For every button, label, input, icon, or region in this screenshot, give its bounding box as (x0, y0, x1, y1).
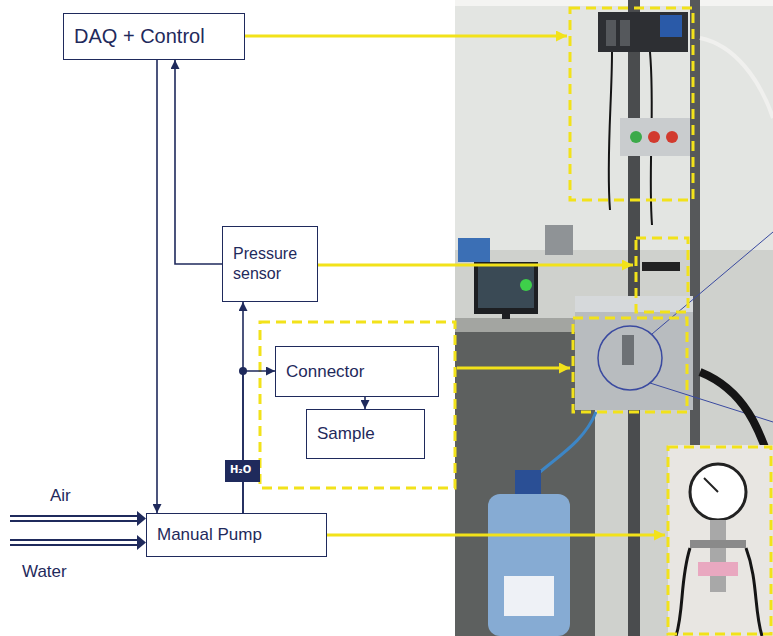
air-line (10, 515, 139, 517)
cabinet (545, 225, 573, 255)
process-box: Sample (306, 409, 425, 459)
flow-arrow (156, 60, 158, 513)
pressure-gauge (690, 464, 746, 520)
cable (700, 38, 773, 118)
flow-arrow (243, 371, 275, 513)
flow-arrow (364, 397, 366, 409)
module (606, 20, 616, 46)
plate-top (575, 296, 693, 312)
node-text: Manual Pump (157, 524, 316, 545)
node-text: Pressure sensor (233, 244, 307, 284)
water-jug (488, 494, 570, 636)
sensor-box: Pressure sensor (222, 226, 318, 302)
valve-body (710, 520, 726, 592)
highlight-boxes (260, 8, 771, 634)
leader-arrow (245, 35, 567, 38)
water-tube (540, 412, 596, 472)
plate (575, 312, 693, 410)
highlight-box (573, 318, 687, 412)
gauge-panel (668, 445, 773, 636)
group-box (260, 322, 455, 488)
arrow-head (137, 511, 146, 526)
cable (609, 52, 612, 210)
highlight-box (668, 447, 771, 634)
rig-photo (455, 0, 773, 636)
connector-part (622, 335, 634, 365)
water-line (10, 544, 139, 546)
node-text: Connector (286, 361, 428, 382)
zoom-circle (598, 326, 662, 390)
button (630, 131, 642, 143)
flow-arrow (175, 60, 222, 264)
monitor-stand (502, 314, 510, 319)
shelf-bin (458, 238, 490, 262)
inlet-label: Air (50, 486, 71, 506)
button (666, 131, 678, 143)
leader-arrow (457, 367, 570, 370)
button (648, 131, 660, 143)
inlet-label: Water (22, 562, 67, 582)
pressure-sensor (642, 262, 680, 271)
monitor-screen (478, 266, 534, 308)
inlet-lines (10, 511, 146, 550)
gauge-needle (704, 478, 718, 492)
water-line (10, 539, 139, 541)
leader-arrow (327, 534, 665, 537)
controller (660, 15, 682, 37)
button-panel (620, 118, 690, 156)
seal (698, 562, 738, 576)
node-text: Sample (317, 423, 414, 444)
jug-label (504, 576, 554, 616)
hose (746, 548, 762, 636)
module (620, 20, 630, 46)
node-text: DAQ + Control (74, 24, 234, 49)
highlight-box (570, 8, 693, 200)
process-box: Connector (275, 346, 439, 397)
status-light (520, 279, 532, 291)
jug-cap (515, 470, 541, 496)
daq-unit (598, 12, 688, 52)
arrow-head (137, 535, 146, 550)
ceiling (455, 0, 773, 6)
photo-ground (455, 0, 773, 636)
control-box: DAQ + Control (63, 13, 245, 60)
air-line (10, 520, 139, 522)
flow-label: H₂O (225, 460, 260, 482)
valve-arm (690, 540, 746, 548)
highlight-box (636, 238, 688, 312)
hose (676, 548, 690, 636)
process-box: Manual Pump (146, 513, 327, 557)
leader-arrow (318, 264, 633, 267)
monitor (474, 262, 538, 314)
